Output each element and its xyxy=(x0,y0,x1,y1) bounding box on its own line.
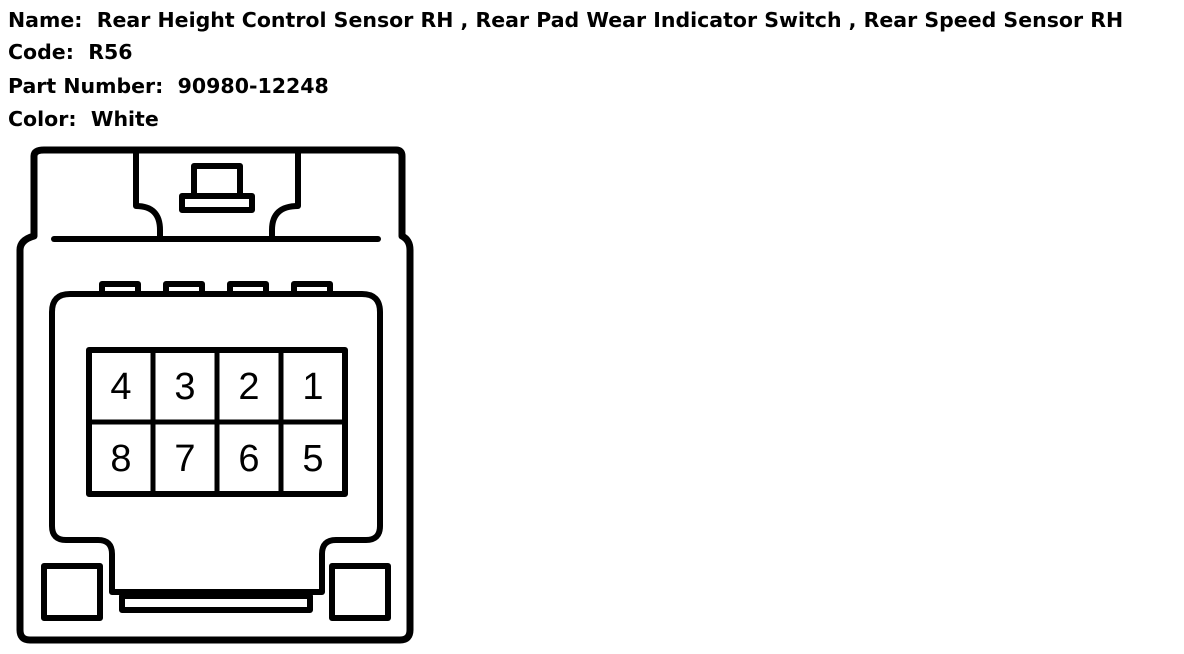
pin-number: 2 xyxy=(238,366,259,408)
terminal-bump xyxy=(99,281,141,295)
pin-number: 1 xyxy=(302,366,323,408)
connector-code-line: Code: R56 xyxy=(8,40,133,64)
name-value: Rear Height Control Sensor RH , Rear Pad… xyxy=(96,8,1124,32)
pin-number: 8 xyxy=(110,438,131,480)
pin-number: 5 xyxy=(302,438,323,480)
pin-number: 6 xyxy=(238,438,259,480)
connector-name-line: Name: Rear Height Control Sensor RH , Re… xyxy=(8,8,1123,32)
terminal-bump xyxy=(163,281,205,295)
part-number-line: Part Number: 90980-12248 xyxy=(8,74,329,98)
pin-number: 3 xyxy=(174,366,195,408)
terminal-cavity xyxy=(49,291,383,595)
name-label: Name: xyxy=(8,8,83,32)
terminal-bump xyxy=(227,281,269,295)
lock-tab xyxy=(133,149,301,241)
part-number-value: 90980-12248 xyxy=(177,74,329,98)
color-label: Color: xyxy=(8,107,77,131)
code-value: R56 xyxy=(88,40,133,64)
color-value: White xyxy=(90,107,159,131)
lock-latch-base xyxy=(179,193,255,213)
color-line: Color: White xyxy=(8,107,159,131)
connector-housing-outline xyxy=(16,146,414,644)
pin-number: 7 xyxy=(174,438,195,480)
right-guide-post xyxy=(329,563,391,621)
bottom-guide-bar xyxy=(119,593,313,613)
code-label: Code: xyxy=(8,40,74,64)
left-guide-post xyxy=(41,563,103,621)
pin-number: 4 xyxy=(110,366,131,408)
lock-latch-top xyxy=(191,163,243,199)
terminal-bump xyxy=(291,281,333,295)
part-number-label: Part Number: xyxy=(8,74,164,98)
